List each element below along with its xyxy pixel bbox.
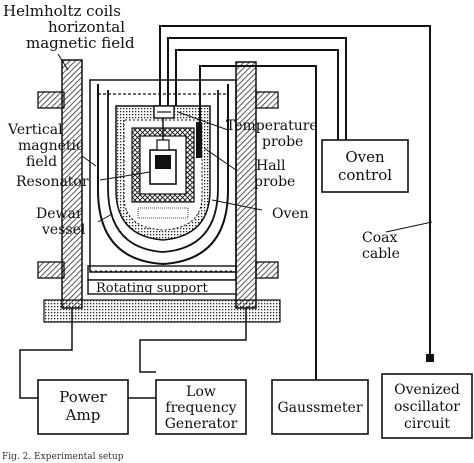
label-dewar-1: Dewar	[36, 206, 83, 222]
label-coax-2: cable	[362, 246, 400, 262]
label-temperature-2: probe	[262, 134, 303, 150]
ovenized-label-3: circuit	[404, 416, 450, 432]
power-amp-label-2: Amp	[65, 406, 101, 424]
label-helmholtz-1: Helmholtz coils	[3, 2, 121, 20]
ovenized-label-2: oscillator	[394, 399, 460, 415]
resonator	[149, 118, 177, 185]
low-freq-label-1: Low	[186, 384, 216, 400]
gaussmeter-label: Gaussmeter	[277, 400, 362, 416]
leader-lines	[57, 53, 433, 233]
figure-caption: Fig. 2. Experimental setup	[2, 452, 124, 462]
label-helmholtz-2: horizontal	[48, 18, 125, 36]
power-amp-box: Power Amp	[37, 379, 129, 435]
low-freq-label-3: Generator	[165, 416, 238, 432]
label-rotating-support: Rotating support	[96, 281, 209, 296]
label-dewar-2: vessel	[41, 222, 86, 238]
coil-wiring	[19, 308, 247, 399]
coax-connector	[426, 354, 434, 362]
rotating-support	[87, 265, 237, 295]
label-oven: Oven	[272, 206, 309, 222]
label-resonator: Resonator	[16, 174, 89, 190]
label-vertical-2: magnetic	[18, 138, 84, 154]
label-hall-2: probe	[254, 174, 295, 190]
temperature-probe	[153, 105, 175, 119]
oven-base	[137, 207, 189, 219]
base-plate	[43, 299, 281, 323]
low-frequency-generator-box: Low frequency Generator	[155, 379, 247, 435]
label-vertical-1: Vertical	[7, 122, 63, 138]
gaussmeter-box: Gaussmeter	[271, 379, 369, 435]
oven-control-label-1: Oven	[345, 148, 385, 166]
label-vertical-3: field	[26, 154, 57, 170]
top-cables	[159, 25, 431, 380]
ovenized-label-1: Ovenized	[394, 382, 460, 398]
oven-control-label-2: control	[338, 166, 392, 184]
label-temperature-1: Temperature	[226, 118, 318, 134]
ovenized-oscillator-box: Ovenized oscillator circuit	[381, 373, 473, 439]
outer-frame	[89, 79, 237, 273]
label-helmholtz-3: magnetic field	[26, 34, 135, 52]
low-freq-label-2: frequency	[165, 400, 236, 416]
label-coax-1: Coax	[362, 230, 397, 246]
hall-probe	[196, 122, 202, 158]
oven-control-box: Oven control	[321, 139, 409, 193]
dewar-vessel	[97, 84, 229, 266]
label-hall-1: Hall	[256, 158, 286, 174]
vertical-field-coils	[37, 91, 279, 279]
helmholtz-coils	[61, 59, 257, 309]
power-amp-label-1: Power	[59, 388, 107, 406]
